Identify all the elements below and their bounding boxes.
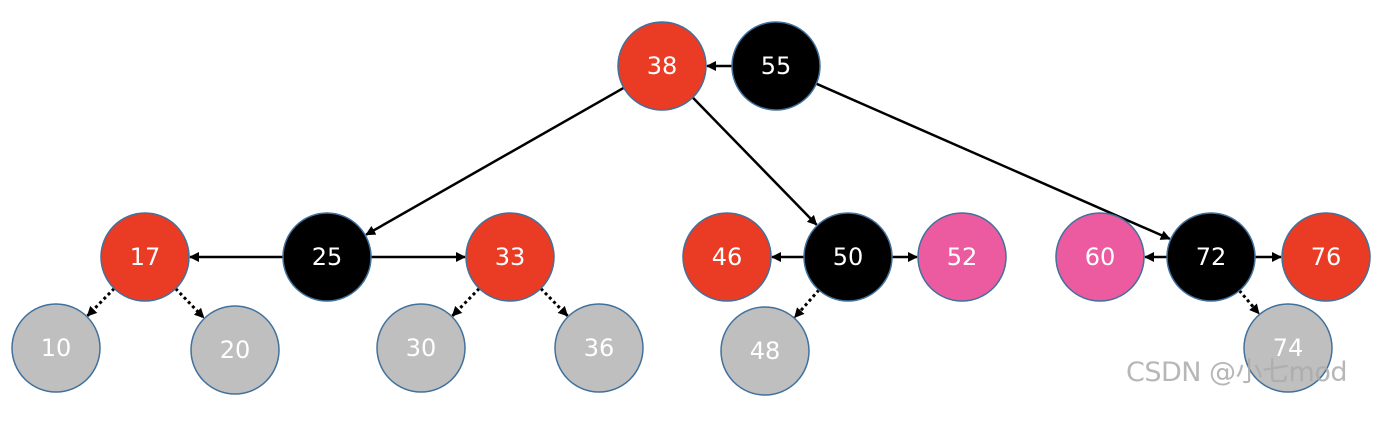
edge-33-to-30 — [451, 287, 481, 317]
nodes-layer: 38 55 17 25 33 46 50 52 60 72 76 10 20 30 36 48 74 — [11, 21, 1371, 396]
node-55: 55 — [731, 21, 821, 111]
node-label-17: 17 — [130, 243, 161, 271]
watermark: CSDN @小七mod — [1126, 357, 1348, 388]
edge-38-to-50 — [691, 96, 818, 226]
node-circle-25 — [282, 212, 372, 302]
node-74: 74 — [1243, 303, 1333, 393]
node-50: 50 — [803, 212, 893, 302]
node-label-50: 50 — [833, 243, 864, 271]
node-25: 25 — [282, 212, 372, 302]
node-label-48: 48 — [750, 337, 781, 365]
edge-17-to-20 — [174, 287, 205, 319]
node-10: 10 — [11, 303, 101, 393]
node-76: 76 — [1281, 212, 1371, 302]
node-circle-50 — [803, 212, 893, 302]
node-circle-55 — [731, 21, 821, 111]
node-circle-46 — [682, 212, 772, 302]
node-label-30: 30 — [406, 334, 437, 362]
node-72: 72 — [1166, 212, 1256, 302]
edge-72-to-74 — [1238, 289, 1261, 315]
node-circle-72 — [1166, 212, 1256, 302]
node-30: 30 — [376, 303, 466, 393]
node-label-36: 36 — [584, 334, 615, 362]
node-label-25: 25 — [312, 243, 343, 271]
node-17: 17 — [100, 212, 190, 302]
node-label-38: 38 — [647, 52, 678, 80]
node-circle-60 — [1055, 212, 1145, 302]
node-circle-48 — [720, 306, 810, 396]
node-52: 52 — [917, 212, 1007, 302]
node-label-60: 60 — [1085, 243, 1116, 271]
node-label-74: 74 — [1273, 334, 1304, 362]
node-label-72: 72 — [1196, 243, 1227, 271]
node-label-20: 20 — [220, 336, 251, 364]
edge-50-to-48 — [793, 289, 821, 319]
node-33: 33 — [465, 212, 555, 302]
node-38: 38 — [617, 21, 707, 111]
node-label-33: 33 — [495, 243, 526, 271]
node-circle-17 — [100, 212, 190, 302]
node-label-46: 46 — [712, 243, 743, 271]
node-label-76: 76 — [1311, 243, 1342, 271]
edge-55-to-72 — [815, 82, 1171, 241]
node-label-10: 10 — [41, 334, 72, 362]
node-20: 20 — [190, 305, 280, 395]
node-46: 46 — [682, 212, 772, 302]
node-circle-74 — [1243, 303, 1333, 393]
node-circle-33 — [465, 212, 555, 302]
edge-38-to-25 — [365, 86, 625, 236]
node-circle-76 — [1281, 212, 1371, 302]
node-label-52: 52 — [947, 243, 978, 271]
node-label-55: 55 — [761, 52, 792, 80]
node-48: 48 — [720, 306, 810, 396]
edge-17-to-10 — [86, 287, 116, 317]
edges-layer — [86, 61, 1282, 319]
node-36: 36 — [554, 303, 644, 393]
node-circle-20 — [190, 305, 280, 395]
edge-33-to-36 — [539, 287, 569, 317]
node-60: 60 — [1055, 212, 1145, 302]
node-circle-38 — [617, 21, 707, 111]
node-circle-30 — [376, 303, 466, 393]
node-circle-52 — [917, 212, 1007, 302]
node-circle-36 — [554, 303, 644, 393]
node-circle-10 — [11, 303, 101, 393]
